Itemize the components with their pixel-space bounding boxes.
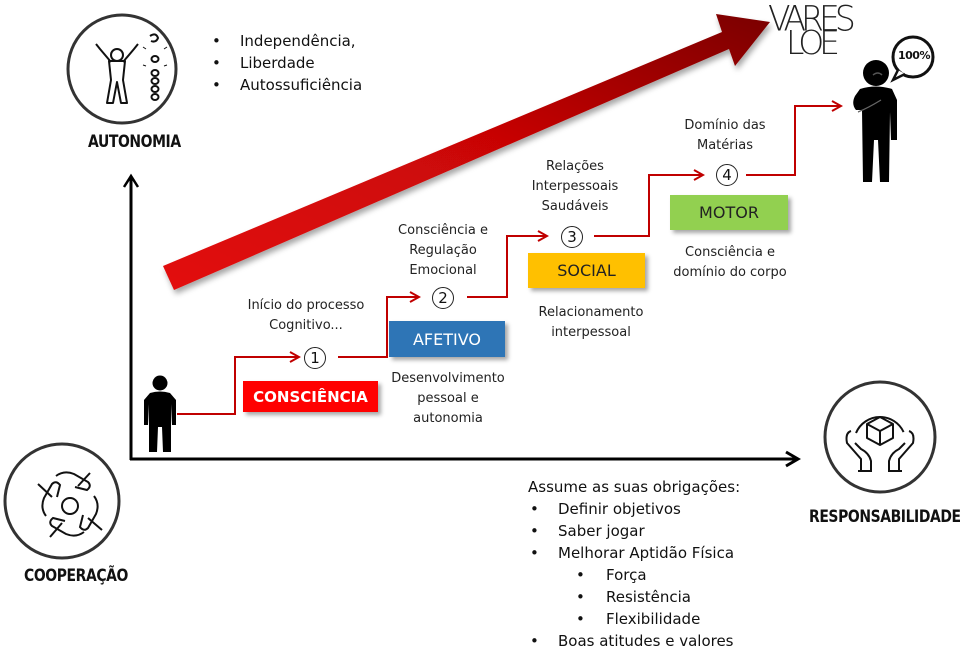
step-text-line: Emocional	[409, 263, 477, 278]
step-3-box-social: SOCIAL	[528, 253, 645, 288]
step-4-number: 4	[716, 164, 738, 186]
step-4-above-text: Domínio das Matérias	[670, 116, 780, 156]
step-text-line: Matérias	[697, 138, 753, 153]
axes	[122, 173, 801, 468]
step-text-line: Saudáveis	[541, 199, 609, 214]
step-text-line: interpessoal	[551, 325, 631, 340]
step-3-above-text: Relações Interpessoais Saudáveis	[520, 157, 630, 217]
person-final-icon	[853, 60, 897, 182]
valores-logo-line1: VARES	[768, 0, 856, 39]
valores-logo-line2: LOE	[786, 22, 840, 62]
step-1-above-text: Início do processo Cognitivo...	[240, 296, 372, 336]
step-1-box-consciencia: CONSCIÊNCIA	[243, 381, 378, 412]
autonomia-bullet: Liberdade	[210, 52, 362, 74]
step-text-line: Consciência e	[398, 223, 488, 238]
step-3-below-text: Relacionamento interpessoal	[526, 303, 656, 343]
step-text-line: Interpessoais	[531, 179, 619, 194]
person-start-icon	[144, 375, 176, 452]
step-2-box-afetivo: AFETIVO	[389, 321, 505, 357]
speech-bubble	[890, 35, 935, 83]
step-text-line: Relações	[546, 159, 604, 174]
step-text-line: Cognitivo...	[269, 318, 343, 333]
responsabilidade-sub-bullet: Força	[528, 564, 740, 586]
responsabilidade-title: RESPONSABILIDADE	[809, 507, 961, 527]
step-text-line: Domínio das	[684, 118, 766, 133]
step-text-line: Regulação	[409, 243, 477, 258]
responsabilidade-bullet: Boas atitudes e valores	[528, 630, 740, 652]
responsabilidade-intro: Assume as suas obrigações:	[528, 478, 741, 496]
step-text-line: Início do processo	[247, 298, 365, 313]
autonomia-bullet: Autossuficiência	[210, 74, 362, 96]
step-2-below-text: Desenvolvimento pessoal e autonomia	[384, 369, 512, 429]
autonomia-bullet: Independência,	[210, 30, 362, 52]
y-axis-arrowhead	[122, 173, 140, 188]
step-text-line: Consciência e	[685, 245, 775, 260]
responsabilidade-sub-bullet: Flexibilidade	[528, 608, 740, 630]
step-text-line: domínio do corpo	[673, 265, 787, 280]
autonomia-title: AUTONOMIA	[88, 132, 181, 152]
step-1-number: 1	[304, 347, 326, 369]
step-4-below-text: Consciência e domínio do corpo	[665, 243, 795, 283]
autonomia-icon	[66, 13, 178, 125]
autonomia-bullets: Independência, Liberdade Autossuficiênci…	[210, 30, 362, 96]
step-text-line: autonomia	[413, 411, 483, 426]
responsabilidade-icon	[823, 380, 937, 494]
progress-path	[177, 106, 840, 415]
step-text-line: pessoal e	[417, 391, 479, 406]
speech-bubble-text: 100%	[898, 49, 930, 62]
responsabilidade-bullet: Saber jogar	[528, 520, 740, 542]
broken-chain-icon	[142, 33, 168, 101]
responsabilidade-sub-bullet: Resistência	[528, 586, 740, 608]
responsabilidade-bullet: Definir objetivos	[528, 498, 740, 520]
responsabilidade-list: Assume as suas obrigações: Definir objet…	[528, 476, 740, 652]
step-2-number: 2	[432, 287, 454, 309]
step-3-number: 3	[561, 226, 583, 248]
responsabilidade-bullet: Melhorar Aptidão Física	[528, 542, 740, 564]
x-axis-arrowhead	[785, 450, 801, 468]
step-text-line: Relacionamento	[538, 305, 644, 320]
cooperacao-title: COOPERAÇÃO	[24, 566, 128, 586]
step-4-box-motor: MOTOR	[670, 195, 788, 230]
step-text-line: Desenvolvimento	[391, 371, 505, 386]
step-2-above-text: Consciência e Regulação Emocional	[388, 221, 498, 281]
valores-logo: VARES LOE	[768, 0, 856, 62]
cooperacao-icon	[3, 442, 121, 560]
transformation-arrow	[163, 14, 770, 290]
